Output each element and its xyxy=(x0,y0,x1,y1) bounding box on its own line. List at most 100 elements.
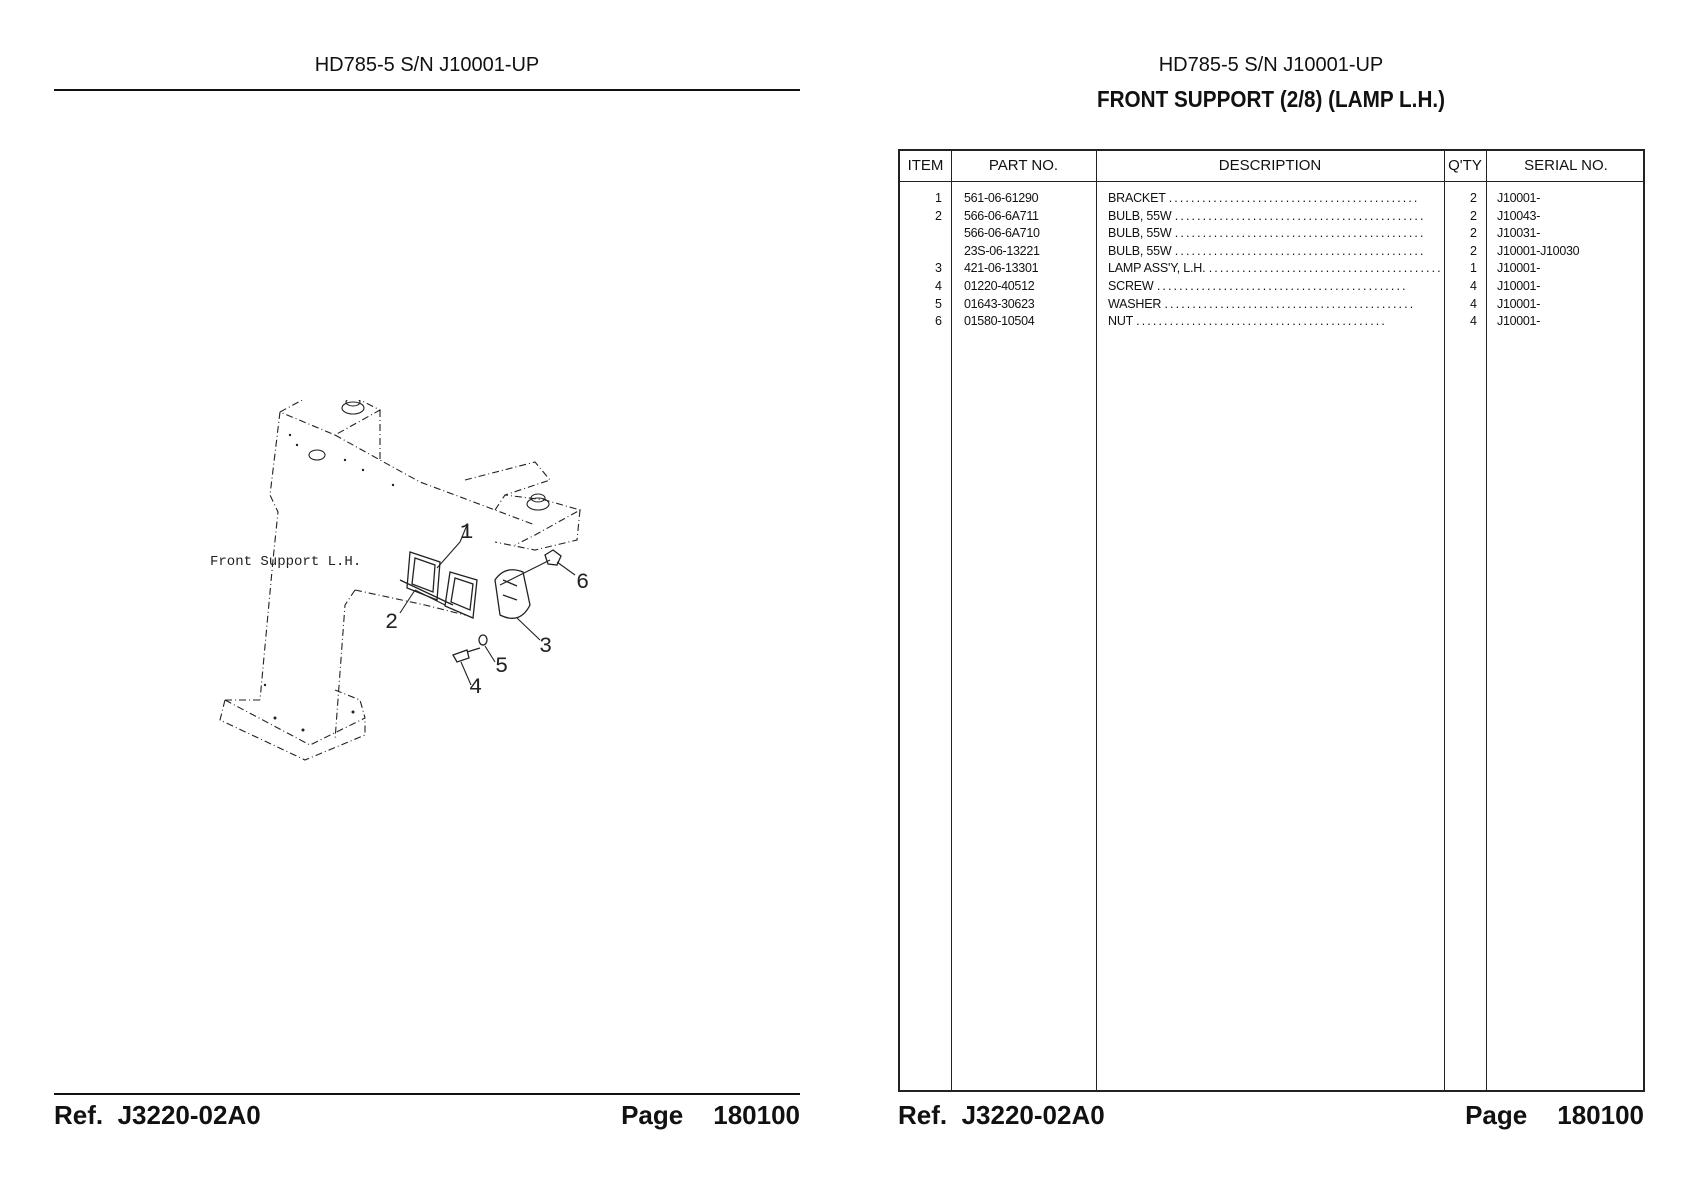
ref-label: Ref. xyxy=(898,1100,948,1130)
cell-qty: 4 xyxy=(1470,296,1477,311)
cell-item: 3 xyxy=(935,261,942,276)
cell-serial-no: J10001-J10030 xyxy=(1497,243,1580,258)
cell-item: 4 xyxy=(935,278,942,293)
column-divider xyxy=(951,151,952,1090)
description-text: SCREW xyxy=(1108,278,1154,293)
leader-dots: ........................................… xyxy=(1136,314,1387,329)
cell-serial-no: J10001- xyxy=(1497,191,1541,205)
cell-serial-no: J10001- xyxy=(1497,296,1541,311)
description-text: BULB, 55W xyxy=(1108,243,1172,258)
column-header-qty: Q'TY xyxy=(1448,157,1482,174)
description-text: BRACKET xyxy=(1108,191,1166,205)
column-header-item: ITEM xyxy=(907,157,944,174)
cell-serial-no: J10043- xyxy=(1497,208,1541,223)
column-header-description: DESCRIPTION xyxy=(1218,157,1322,174)
header-rule xyxy=(54,89,800,91)
cell-item: 2 xyxy=(935,208,942,223)
table-row: 4 01220-40512 SCREW ....................… xyxy=(900,278,1643,296)
cell-description: BULB, 55W ..............................… xyxy=(1108,208,1442,226)
column-divider xyxy=(1096,151,1097,1090)
cell-part-no: 23S-06-13221 xyxy=(964,243,1040,258)
column-header-part-no: PART NO. xyxy=(988,157,1059,174)
footer-reference: Ref. J3220-02A0 xyxy=(898,1100,1105,1131)
leader-dots: ........................................… xyxy=(1174,208,1426,223)
page-model-header: HD785-5 S/N J10001-UP xyxy=(314,54,540,76)
description-text: BULB, 55W xyxy=(1108,226,1172,241)
parts-table: ITEM PART NO. DESCRIPTION Q'TY SERIAL NO… xyxy=(898,149,1645,1092)
cell-qty: 2 xyxy=(1470,226,1477,241)
cell-item: 6 xyxy=(935,314,942,329)
cell-description: NUT ....................................… xyxy=(1108,313,1442,331)
cell-serial-no: J10001- xyxy=(1497,278,1541,293)
cell-qty: 2 xyxy=(1470,191,1477,205)
cell-part-no: 01220-40512 xyxy=(964,278,1035,293)
cell-description: BRACKET ................................… xyxy=(1108,190,1442,208)
callout-4: 4 xyxy=(469,675,482,700)
description-text: WASHER xyxy=(1108,296,1162,311)
table-row: 6 01580-10504 NUT ......................… xyxy=(900,313,1643,331)
right-page: HD785-5 S/N J10001-UP FRONT SUPPORT (2/8… xyxy=(842,0,1684,1190)
footer-rule xyxy=(54,1093,800,1095)
cell-part-no: 01580-10504 xyxy=(964,314,1035,329)
table-row: 3 421-06-13301 LAMP ASS'Y, L.H. ........… xyxy=(900,260,1643,278)
cell-qty: 2 xyxy=(1470,208,1477,223)
page-label: Page xyxy=(621,1100,684,1130)
cell-description: SCREW ..................................… xyxy=(1108,278,1442,296)
header-divider xyxy=(900,181,1643,182)
callout-2: 2 xyxy=(385,610,398,635)
leader-dots: ........................................… xyxy=(1174,226,1426,241)
table-row: 5 01643-30623 WASHER ...................… xyxy=(900,296,1643,314)
ref-label: Ref. xyxy=(54,1100,104,1130)
footer-reference: Ref. J3220-02A0 xyxy=(54,1100,261,1131)
cell-description: BULB, 55W ..............................… xyxy=(1108,243,1442,261)
cell-qty: 2 xyxy=(1470,243,1477,258)
cell-serial-no: J10031- xyxy=(1497,226,1541,241)
cell-description: BULB, 55W ..............................… xyxy=(1108,225,1442,243)
cell-description: WASHER .................................… xyxy=(1108,296,1442,314)
leader-dots: ........................................… xyxy=(1174,243,1426,258)
page-number: 180100 xyxy=(713,1100,800,1130)
column-header-serial-no: SERIAL NO. xyxy=(1524,157,1608,174)
left-page: HD785-5 S/N J10001-UP xyxy=(54,54,800,1131)
callout-1: 1 xyxy=(460,520,473,545)
callout-3: 3 xyxy=(539,634,552,659)
ref-value: J3220-02A0 xyxy=(961,1100,1105,1130)
leader-dots: ........................................… xyxy=(1164,296,1416,311)
cell-qty: 4 xyxy=(1470,314,1477,329)
cell-part-no: 421-06-13301 xyxy=(964,261,1039,276)
cell-part-no: 01643-30623 xyxy=(964,296,1035,311)
cell-qty: 1 xyxy=(1470,261,1477,276)
page-number: 180100 xyxy=(1557,1100,1644,1130)
cell-description: LAMP ASS'Y, L.H. .......................… xyxy=(1108,260,1442,278)
cell-part-no: 566-06-6A711 xyxy=(964,208,1039,223)
cell-part-no: 561-06-61290 xyxy=(964,191,1039,205)
column-divider xyxy=(1486,151,1487,1090)
cell-item: 5 xyxy=(935,296,942,311)
diagram-label: Front Support L.H. xyxy=(210,554,361,570)
footer-page: Page 180100 xyxy=(1465,1100,1644,1131)
page-model-header: HD785-5 S/N J10001-UP xyxy=(1158,54,1384,76)
table-body: 1 561-06-61290 BRACKET .................… xyxy=(900,190,1643,331)
callout-5: 5 xyxy=(495,654,508,679)
leader-dots: ........................................… xyxy=(1208,261,1442,276)
table-row: 23S-06-13221 BULB, 55W .................… xyxy=(900,243,1643,261)
leader-dots: ........................................… xyxy=(1156,278,1408,293)
page-title: FRONT SUPPORT (2/8) (LAMP L.H.) xyxy=(1096,86,1446,112)
ref-value: J3220-02A0 xyxy=(117,1100,261,1130)
page-label: Page xyxy=(1465,1100,1528,1130)
cell-serial-no: J10001- xyxy=(1497,314,1541,329)
description-text: NUT xyxy=(1108,314,1133,329)
cell-qty: 4 xyxy=(1470,278,1477,293)
description-text: BULB, 55W xyxy=(1108,208,1172,223)
footer-page: Page 180100 xyxy=(621,1100,800,1131)
front-support-diagram: Front Support L.H. 1 2 3 4 5 6 xyxy=(210,400,589,761)
column-divider xyxy=(1444,151,1445,1090)
leader-dots: ........................................… xyxy=(1168,191,1420,205)
callout-6: 6 xyxy=(576,570,589,595)
table-row: 566-06-6A710 BULB, 55W .................… xyxy=(900,225,1643,243)
description-text: LAMP ASS'Y, L.H. xyxy=(1108,261,1206,276)
table-row: 2 566-06-6A711 BULB, 55W ...............… xyxy=(900,208,1643,226)
table-row: 1 561-06-61290 BRACKET .................… xyxy=(900,190,1643,208)
cell-item: 1 xyxy=(935,191,942,205)
cell-serial-no: J10001- xyxy=(1497,261,1541,276)
